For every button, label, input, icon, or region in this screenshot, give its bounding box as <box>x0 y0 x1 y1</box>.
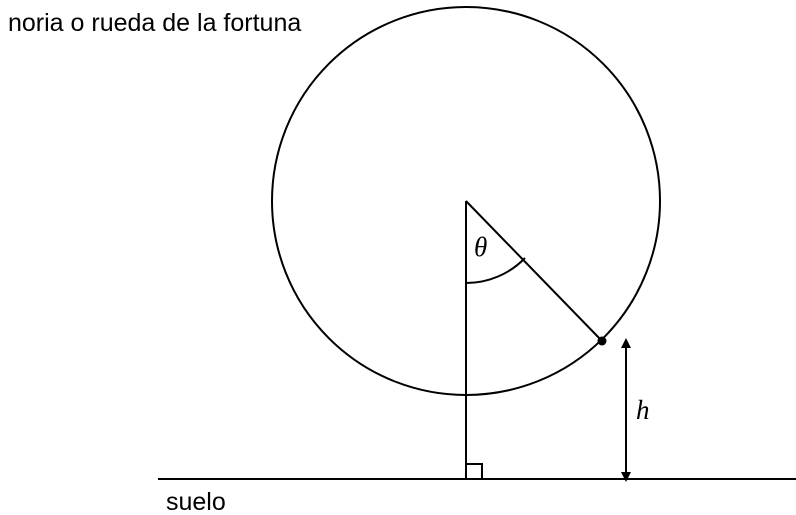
right-angle-marker <box>466 463 483 479</box>
angle-arc <box>465 257 526 285</box>
angle-label: θ <box>474 232 487 262</box>
ground-label: suelo <box>166 488 226 515</box>
radius-line <box>465 200 603 342</box>
cabin-point <box>597 336 607 346</box>
height-label: h <box>636 395 650 425</box>
wheel-label: noria o rueda de la fortuna <box>8 9 301 37</box>
